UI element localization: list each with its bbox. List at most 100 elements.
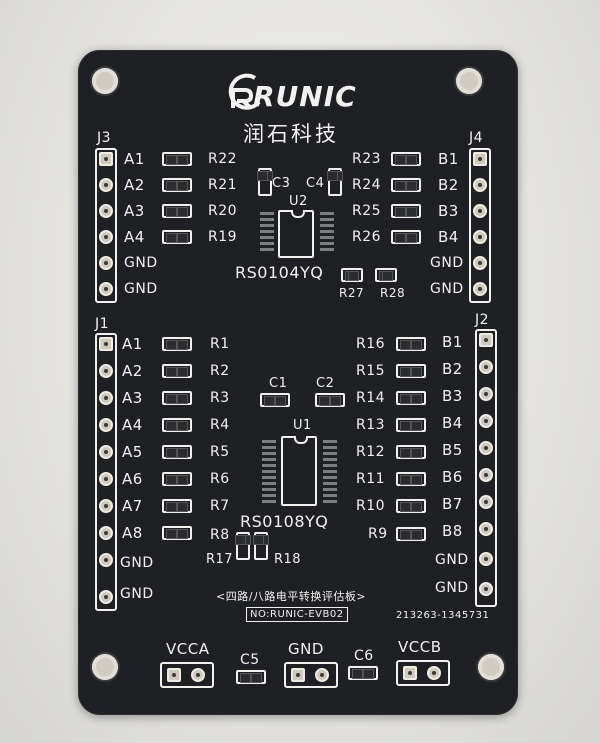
j2-pin-label: B4 bbox=[442, 414, 463, 432]
resistor-label: R25 bbox=[352, 203, 382, 219]
j3-pin[interactable] bbox=[99, 152, 113, 166]
j1-pin[interactable] bbox=[99, 553, 113, 567]
j3-pin-label: A2 bbox=[124, 176, 145, 194]
capacitor-pad bbox=[257, 168, 273, 196]
j1-pin[interactable] bbox=[99, 364, 113, 378]
resistor-pad bbox=[162, 418, 192, 432]
j4-pin[interactable] bbox=[473, 282, 487, 296]
j2-pin[interactable] bbox=[479, 360, 493, 374]
j3-pin[interactable] bbox=[99, 230, 113, 244]
resistor-pad bbox=[162, 204, 192, 218]
j2-pin-label: B6 bbox=[442, 468, 463, 486]
resistor-label: R10 bbox=[356, 498, 386, 514]
u2-chip bbox=[278, 210, 314, 258]
resistor-label: R24 bbox=[352, 177, 382, 193]
mounting-hole-bottom-left bbox=[92, 654, 118, 680]
resistor-pad bbox=[396, 527, 426, 541]
j3-pin[interactable] bbox=[99, 204, 113, 218]
resistor-pad bbox=[391, 178, 421, 192]
vcca-pin[interactable] bbox=[167, 668, 181, 682]
j2-pin[interactable] bbox=[479, 414, 493, 428]
j4-pin[interactable] bbox=[473, 204, 487, 218]
resistor-pad bbox=[391, 204, 421, 218]
resistor-label: R8 bbox=[210, 527, 230, 543]
j3-pin-label: A3 bbox=[124, 202, 145, 220]
j2-pin-label: B7 bbox=[442, 495, 463, 513]
gnd-pin[interactable] bbox=[315, 668, 329, 682]
j4-pin-label: GND bbox=[430, 255, 464, 271]
mounting-hole-top-right bbox=[456, 68, 482, 94]
j4-pin[interactable] bbox=[473, 256, 487, 270]
capacitor-label: C4 bbox=[306, 176, 325, 191]
resistor-pad bbox=[162, 391, 192, 405]
vccb-label: VCCB bbox=[398, 638, 442, 656]
mounting-hole-bottom-right bbox=[478, 654, 504, 680]
resistor-pad bbox=[162, 230, 192, 244]
j2-pin[interactable] bbox=[479, 495, 493, 509]
vcca-pin[interactable] bbox=[191, 668, 205, 682]
j1-pin[interactable] bbox=[99, 391, 113, 405]
vcca-label: VCCA bbox=[166, 640, 210, 658]
j2-pin-label: GND bbox=[435, 552, 469, 568]
j2-pin[interactable] bbox=[479, 552, 493, 566]
resistor-label: R28 bbox=[380, 286, 406, 300]
vccb-header bbox=[396, 660, 450, 686]
resistor-pad bbox=[396, 418, 426, 432]
j1-pin[interactable] bbox=[99, 337, 113, 351]
j1-pin-label: GND bbox=[120, 555, 154, 571]
j1-pin[interactable] bbox=[99, 499, 113, 513]
resistor-label: R13 bbox=[356, 417, 386, 433]
capacitor-pad bbox=[348, 666, 378, 680]
resistor-pad bbox=[396, 472, 426, 486]
resistor-label: R18 bbox=[274, 552, 302, 567]
resistor-pad bbox=[391, 230, 421, 244]
j1-pin[interactable] bbox=[99, 445, 113, 459]
vccb-pin[interactable] bbox=[427, 666, 441, 680]
j3-pin[interactable] bbox=[99, 282, 113, 296]
j4-pin[interactable] bbox=[473, 178, 487, 192]
j2-pin[interactable] bbox=[479, 333, 493, 347]
j2-pin-label: B8 bbox=[442, 522, 463, 540]
j2-pin-label: GND bbox=[435, 580, 469, 596]
j4-pin[interactable] bbox=[473, 230, 487, 244]
j2-pin[interactable] bbox=[479, 468, 493, 482]
j4-pin[interactable] bbox=[473, 152, 487, 166]
resistor-label: R17 bbox=[206, 552, 234, 567]
j3-pin[interactable] bbox=[99, 178, 113, 192]
resistor-label: R22 bbox=[208, 151, 238, 167]
resistor-pad bbox=[396, 499, 426, 513]
j1-pin[interactable] bbox=[99, 472, 113, 486]
resistor-pad bbox=[396, 445, 426, 459]
resistor-label: R20 bbox=[208, 203, 238, 219]
vccb-pin[interactable] bbox=[403, 666, 417, 680]
j2-pin[interactable] bbox=[479, 582, 493, 596]
capacitor-label: C3 bbox=[272, 176, 291, 191]
u1-pads-left bbox=[262, 440, 276, 504]
j2-pin-label: B5 bbox=[442, 441, 463, 459]
j1-pin[interactable] bbox=[99, 526, 113, 540]
j1-pin-label: A8 bbox=[122, 524, 143, 542]
resistor-label: R27 bbox=[339, 286, 365, 300]
pcb-board: RUNIC 润石科技 J3 J4 J1 J2 A1 A2 A3 A4 GND G… bbox=[78, 50, 518, 715]
c5-label: C5 bbox=[240, 652, 260, 668]
u2-pads-right bbox=[320, 212, 334, 254]
j2-pin[interactable] bbox=[479, 387, 493, 401]
board-caption: <四路/八路电平转换评估板> bbox=[216, 590, 367, 603]
j1-pin-label: GND bbox=[120, 586, 154, 602]
j2-pin[interactable] bbox=[479, 441, 493, 455]
j1-pin[interactable] bbox=[99, 418, 113, 432]
j1-pin[interactable] bbox=[99, 590, 113, 604]
resistor-pad bbox=[396, 364, 426, 378]
j4-header bbox=[469, 148, 491, 303]
gnd-pin[interactable] bbox=[291, 668, 305, 682]
j1-pin-label: A2 bbox=[122, 362, 143, 380]
resistor-pad bbox=[253, 532, 269, 560]
j2-pin[interactable] bbox=[479, 522, 493, 536]
j1-pin-label: A3 bbox=[122, 389, 143, 407]
j1-pin-label: A1 bbox=[122, 335, 143, 353]
j1-header bbox=[95, 333, 117, 611]
j4-pin-label: B3 bbox=[438, 202, 459, 220]
resistor-pad bbox=[396, 391, 426, 405]
j3-header bbox=[95, 148, 117, 303]
j3-pin[interactable] bbox=[99, 256, 113, 270]
